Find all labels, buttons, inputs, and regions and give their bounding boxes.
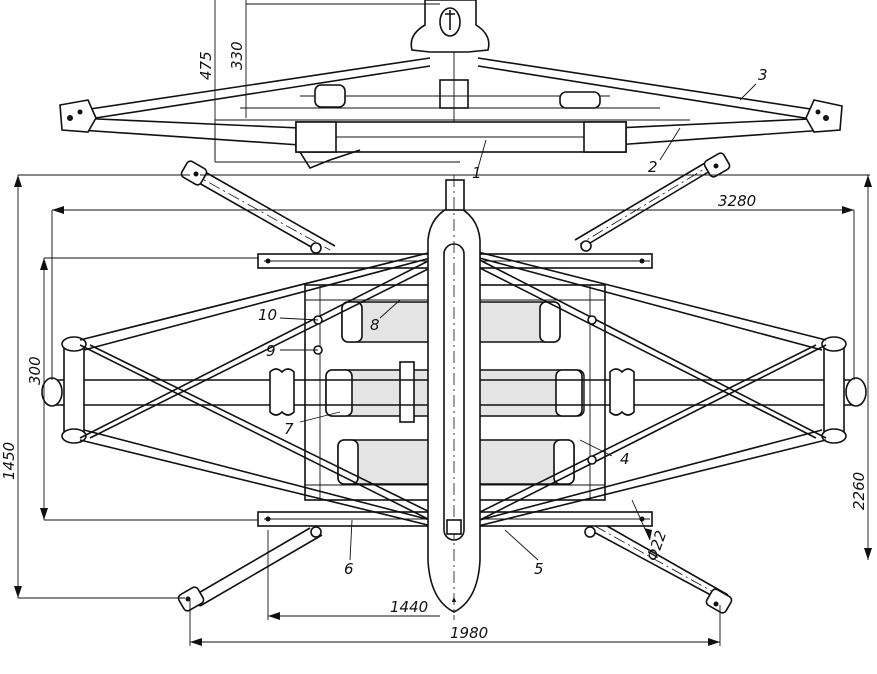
end-post-left bbox=[63, 337, 85, 443]
callout-9: 9 bbox=[266, 342, 276, 360]
callout-8: 8 bbox=[370, 316, 380, 334]
dim-330: 330 bbox=[228, 41, 246, 70]
callout-10: 10 bbox=[258, 306, 277, 324]
dim-1450: 1450 bbox=[0, 442, 18, 480]
dim-1440: 1440 bbox=[390, 598, 428, 616]
dim-2260: 2260 bbox=[850, 472, 868, 510]
tie-rod-plan-lr bbox=[469, 439, 827, 529]
tie-rod-plan-ul bbox=[79, 249, 441, 341]
callout-7: 7 bbox=[284, 420, 294, 438]
tie-rod-plan-ur bbox=[469, 249, 827, 341]
callout-4: 4 bbox=[620, 450, 630, 468]
tie-rod-upper-right bbox=[477, 57, 831, 113]
lifting-eye-top bbox=[410, 0, 490, 53]
end-post-right bbox=[823, 337, 845, 443]
dim-3280: 3280 bbox=[718, 192, 756, 210]
tie-rod-upper-left bbox=[69, 57, 431, 113]
plan-view bbox=[41, 152, 867, 620]
callout-3: 3 bbox=[758, 66, 768, 84]
side-view bbox=[59, 0, 843, 169]
callout-5: 5 bbox=[534, 560, 544, 578]
end-fitting-left-side bbox=[59, 99, 97, 133]
callout-2: 2 bbox=[648, 158, 658, 176]
dim-475: 475 bbox=[197, 51, 215, 80]
bolts bbox=[265, 240, 645, 538]
dim-1980: 1980 bbox=[450, 624, 488, 642]
dim-300: 300 bbox=[26, 356, 44, 385]
dimension-side-height: 475 330 bbox=[197, 0, 440, 160]
callout-1: 1 bbox=[472, 164, 482, 182]
callout-6: 6 bbox=[344, 560, 354, 578]
dimension-lines bbox=[14, 174, 872, 646]
tie-rod-plan-ll bbox=[79, 439, 441, 529]
callout-leaders bbox=[279, 83, 757, 561]
